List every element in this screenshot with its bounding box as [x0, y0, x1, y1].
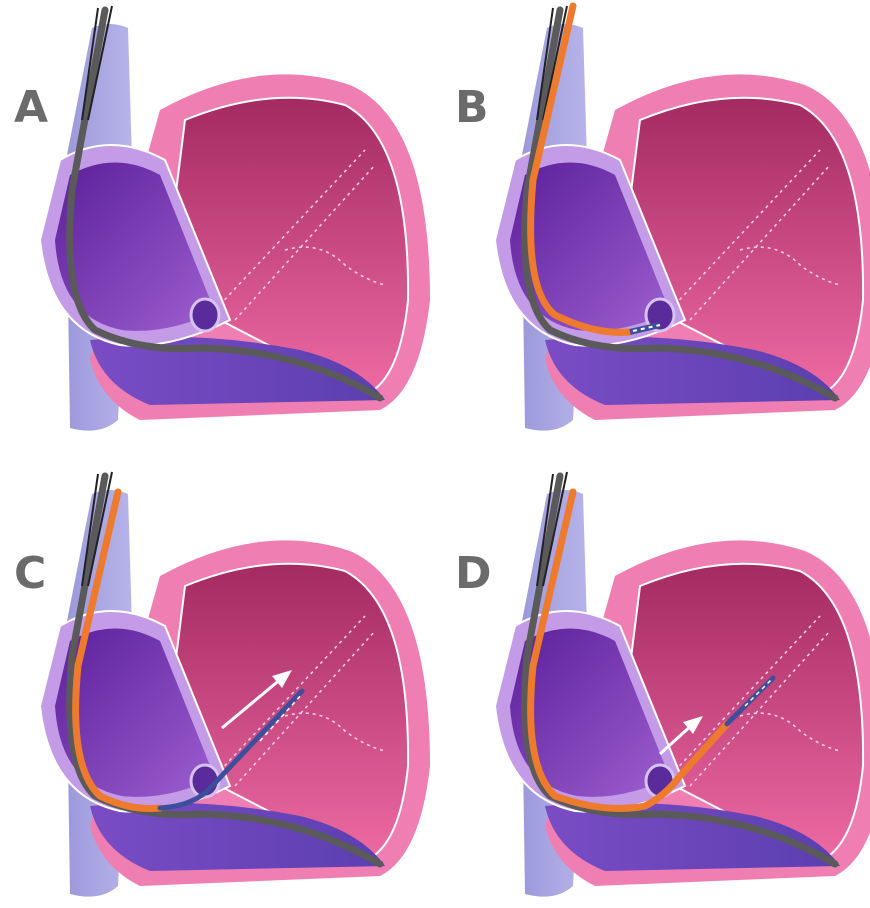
sinus-ostium — [191, 299, 219, 331]
heart-panel-c — [40, 472, 430, 897]
heart-panel-a — [40, 6, 430, 431]
heart-panel-d — [495, 472, 870, 897]
heart-panel-b — [495, 6, 870, 431]
